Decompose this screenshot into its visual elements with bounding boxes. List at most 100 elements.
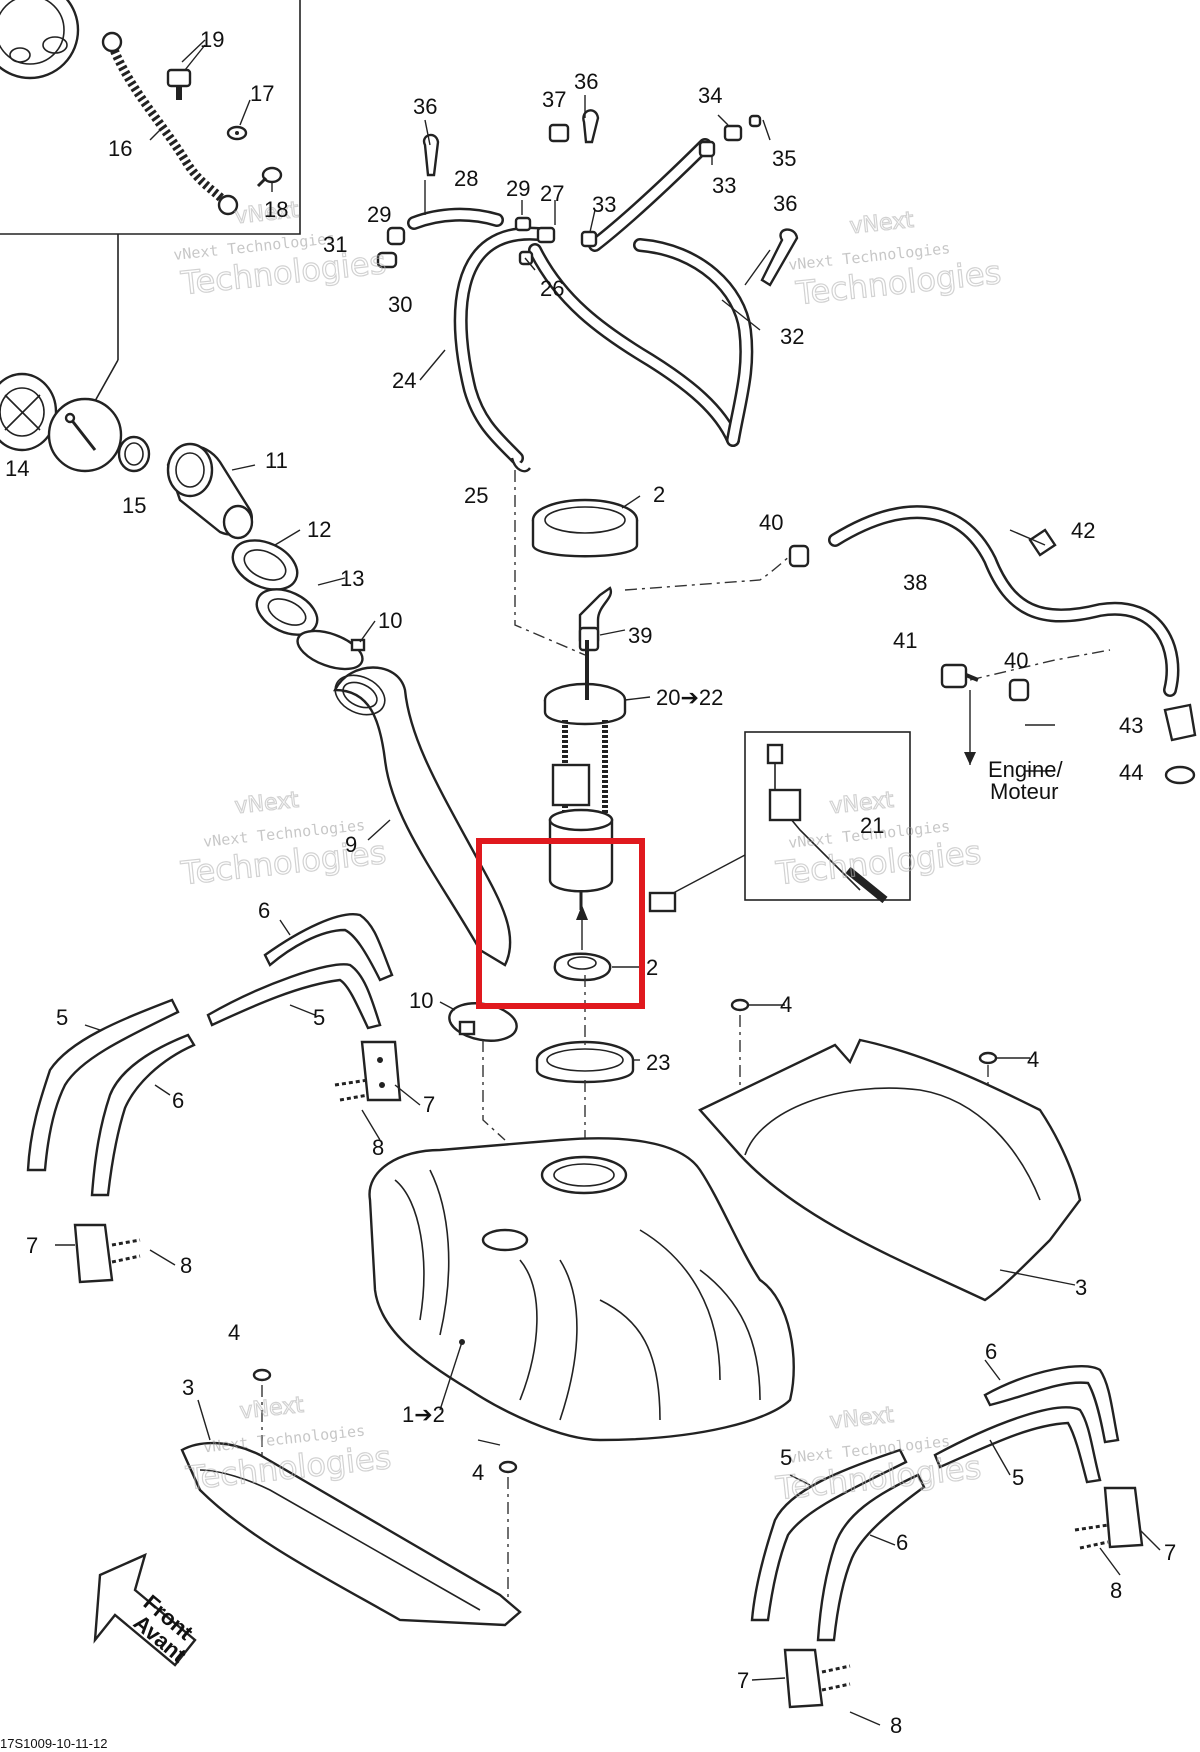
filler-cap xyxy=(0,372,58,452)
check-valve-41 xyxy=(940,663,979,689)
bracket-43 xyxy=(1163,703,1197,742)
watermark-top-2: vNext xyxy=(848,208,915,240)
callout-15: 15 xyxy=(122,493,146,518)
callout-8d: 8 xyxy=(890,1713,902,1738)
callout-18: 18 xyxy=(264,197,288,222)
inset-cap-partial xyxy=(0,0,80,80)
neck-gasket xyxy=(231,539,299,591)
callout-42: 42 xyxy=(1071,518,1095,543)
upper-clamp xyxy=(296,629,366,671)
callout-39: 39 xyxy=(628,623,652,648)
callout-12: 12 xyxy=(307,517,331,542)
breather-hose xyxy=(828,505,1180,697)
callout-6c: 6 xyxy=(985,1339,997,1364)
front-direction-arrow: Front Avant xyxy=(93,1552,198,1668)
strap-6-upper-left xyxy=(263,913,394,982)
figure-code: 17S1009-10-11-12 xyxy=(0,1736,107,1751)
strap-6-left xyxy=(90,1033,196,1197)
callout-9: 9 xyxy=(345,832,357,857)
callout-3b: 3 xyxy=(182,1375,194,1400)
callout-36a: 36 xyxy=(413,94,437,119)
callout-28: 28 xyxy=(454,166,478,191)
callout-10b: 10 xyxy=(409,988,433,1013)
inset-border xyxy=(0,0,301,235)
callout-21: 21 xyxy=(860,813,884,838)
filler-hose xyxy=(333,666,512,967)
callout-3a: 3 xyxy=(1075,1275,1087,1300)
callout-37: 37 xyxy=(542,87,566,112)
hose-clip-40b xyxy=(1008,678,1030,702)
strap-6-right-lower xyxy=(816,1473,926,1642)
callout-7c: 7 xyxy=(1164,1540,1176,1565)
callout-19: 19 xyxy=(200,27,224,52)
callout-30: 30 xyxy=(388,292,412,317)
callout-8b: 8 xyxy=(180,1253,192,1278)
tether-chain xyxy=(101,31,239,216)
callout-13: 13 xyxy=(340,566,364,591)
callout-40a: 40 xyxy=(759,510,783,535)
bracket-7-right xyxy=(1074,1486,1144,1550)
leader-lines xyxy=(55,39,1161,1726)
callout-29b: 29 xyxy=(367,202,391,227)
skid-plate-3-left xyxy=(180,1441,522,1627)
callout-6d: 6 xyxy=(896,1530,908,1555)
strap-5-left xyxy=(26,998,180,1172)
strap-5-right-lower xyxy=(750,1448,908,1622)
tether-washer xyxy=(226,125,248,141)
strap-5-right-upper xyxy=(933,1406,1102,1484)
callout-5c: 5 xyxy=(780,1445,792,1470)
watermark-top-5: vNext xyxy=(238,1393,305,1425)
callout-14: 14 xyxy=(5,456,29,481)
tank-seal xyxy=(535,1040,635,1084)
highlight-box xyxy=(476,838,645,1009)
callout-36b: 36 xyxy=(574,69,598,94)
callout-43: 43 xyxy=(1119,713,1143,738)
sensor-inset-box xyxy=(648,731,911,913)
cap-detail-circle xyxy=(47,397,123,473)
callout-6b: 6 xyxy=(172,1088,184,1113)
callout-4d: 4 xyxy=(472,1460,484,1485)
callout-35: 35 xyxy=(772,146,796,171)
callout-7d: 7 xyxy=(737,1668,749,1693)
callout-29a: 29 xyxy=(506,176,530,201)
callout-7a: 7 xyxy=(423,1092,435,1117)
callout-24: 24 xyxy=(392,368,416,393)
elbow-fitting xyxy=(578,586,613,652)
callout-34: 34 xyxy=(698,83,722,108)
callout-10a: 10 xyxy=(378,608,402,633)
engine-label: Engine/ xyxy=(988,757,1064,782)
callout-26: 26 xyxy=(540,276,564,301)
bracket-7-bottom xyxy=(783,1648,851,1709)
callout-4a: 4 xyxy=(780,992,792,1017)
tether-bolt xyxy=(256,166,283,188)
callout-8a: 8 xyxy=(372,1135,384,1160)
callout-labels: 19 17 16 18 36 37 36 34 35 28 29 27 33 3… xyxy=(5,27,1176,1738)
fuel-pump-module xyxy=(543,640,627,910)
callout-27: 27 xyxy=(540,181,564,206)
callout-20-22: 20➔22 xyxy=(656,685,723,710)
callout-44: 44 xyxy=(1119,760,1143,785)
bracket-7-upper xyxy=(334,1040,402,1102)
hose-clip-40a xyxy=(788,544,810,568)
callout-11: 11 xyxy=(265,448,288,473)
callout-4c: 4 xyxy=(228,1320,240,1345)
callout-5a: 5 xyxy=(56,1005,68,1030)
moteur-label: Moteur xyxy=(990,779,1058,804)
hose-fittings xyxy=(376,109,799,473)
callout-32: 32 xyxy=(780,324,804,349)
callout-2a: 2 xyxy=(653,482,665,507)
filler-gasket xyxy=(117,435,151,473)
pump-strainer-gasket xyxy=(553,952,612,982)
callout-40b: 40 xyxy=(1004,648,1028,673)
tether-screw xyxy=(166,68,192,100)
callout-2b: 2 xyxy=(646,955,658,980)
skid-plate-3-right xyxy=(698,1038,1082,1302)
lock-ring-top xyxy=(531,498,639,558)
strap-6-right-upper xyxy=(983,1364,1120,1444)
neck-ring xyxy=(255,588,319,636)
watermark-top-6: vNext xyxy=(828,1403,895,1435)
filler-cap-inset xyxy=(0,0,301,411)
callout-16: 16 xyxy=(108,136,132,161)
filler-neck xyxy=(166,442,254,540)
callout-33a: 33 xyxy=(592,192,616,217)
